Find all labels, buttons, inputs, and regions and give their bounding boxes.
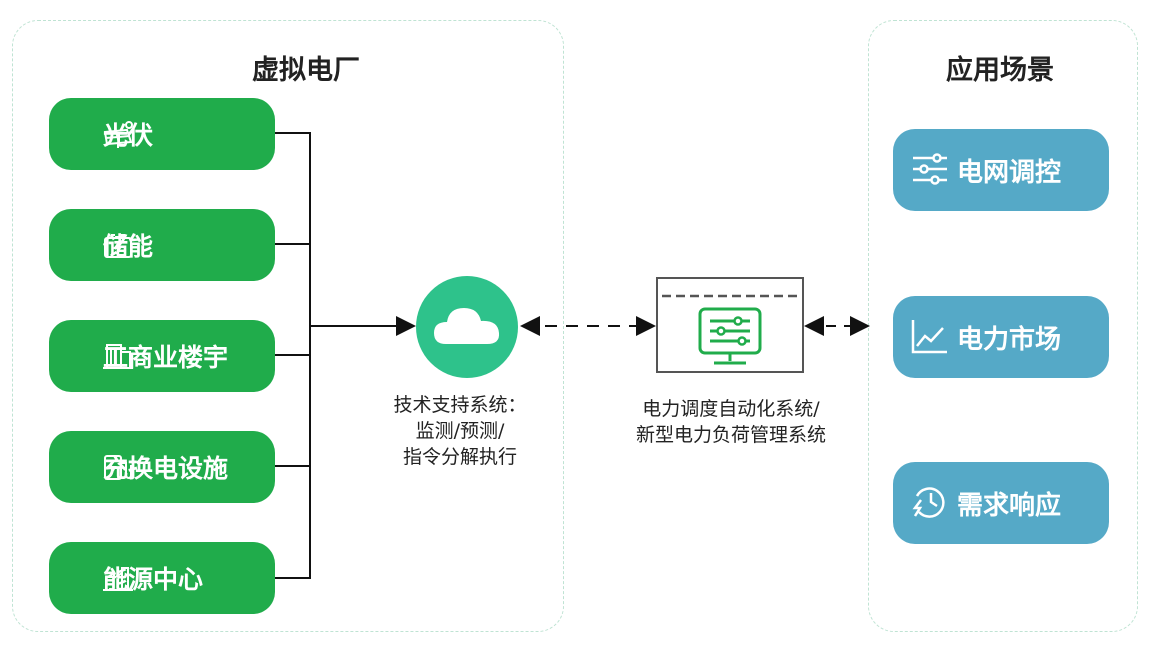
source-building: 工商业楼宇 bbox=[49, 320, 275, 392]
line-chart-icon bbox=[911, 320, 947, 354]
tech-support-label: 技术支持系统： 监测/预测/ 指令分解执行 bbox=[372, 392, 548, 470]
dispatch-system-label: 电力调度自动化系统/ 新型电力负荷管理系统 bbox=[596, 396, 866, 448]
app-power-market: 电力市场 bbox=[893, 296, 1109, 378]
source-charging: 充换电设施 bbox=[49, 431, 275, 503]
app-label: 电网调控 bbox=[957, 157, 1062, 188]
charging-station-icon bbox=[104, 455, 132, 480]
app-label: 电力市场 bbox=[957, 324, 1062, 355]
dispatch-system-monitor bbox=[656, 277, 804, 373]
control-panel-icon bbox=[662, 294, 798, 365]
building-icon bbox=[103, 344, 133, 369]
app-label: 需求响应 bbox=[957, 490, 1062, 521]
factory-icon bbox=[103, 567, 133, 591]
source-label: 充换电设施 bbox=[103, 454, 229, 483]
source-solar: 光伏 bbox=[49, 98, 275, 170]
tech-support-line: 监测/预测/ bbox=[415, 420, 505, 442]
source-storage: 储能 bbox=[49, 209, 275, 281]
tech-support-line: 指令分解执行 bbox=[402, 446, 517, 468]
virtual-plant-title: 虚拟电厂 bbox=[252, 55, 360, 86]
clock-lightning-icon bbox=[912, 487, 945, 518]
tech-support-line: 技术支持系统： bbox=[393, 394, 527, 416]
cloud-icon bbox=[434, 308, 500, 344]
sliders-icon bbox=[913, 153, 947, 185]
tech-support-cloud bbox=[416, 276, 518, 378]
app-demand-response: 需求响应 bbox=[893, 462, 1109, 544]
application-scenarios-title: 应用场景 bbox=[946, 55, 1054, 86]
source-energy-center: 能源中心 bbox=[49, 542, 275, 614]
battery-icon bbox=[104, 234, 132, 258]
dispatch-system-line: 电力调度自动化系统/ bbox=[642, 398, 820, 420]
solar-panel-icon bbox=[103, 121, 133, 148]
app-grid-control: 电网调控 bbox=[893, 129, 1109, 211]
dispatch-system-line: 新型电力负荷管理系统 bbox=[635, 424, 826, 446]
